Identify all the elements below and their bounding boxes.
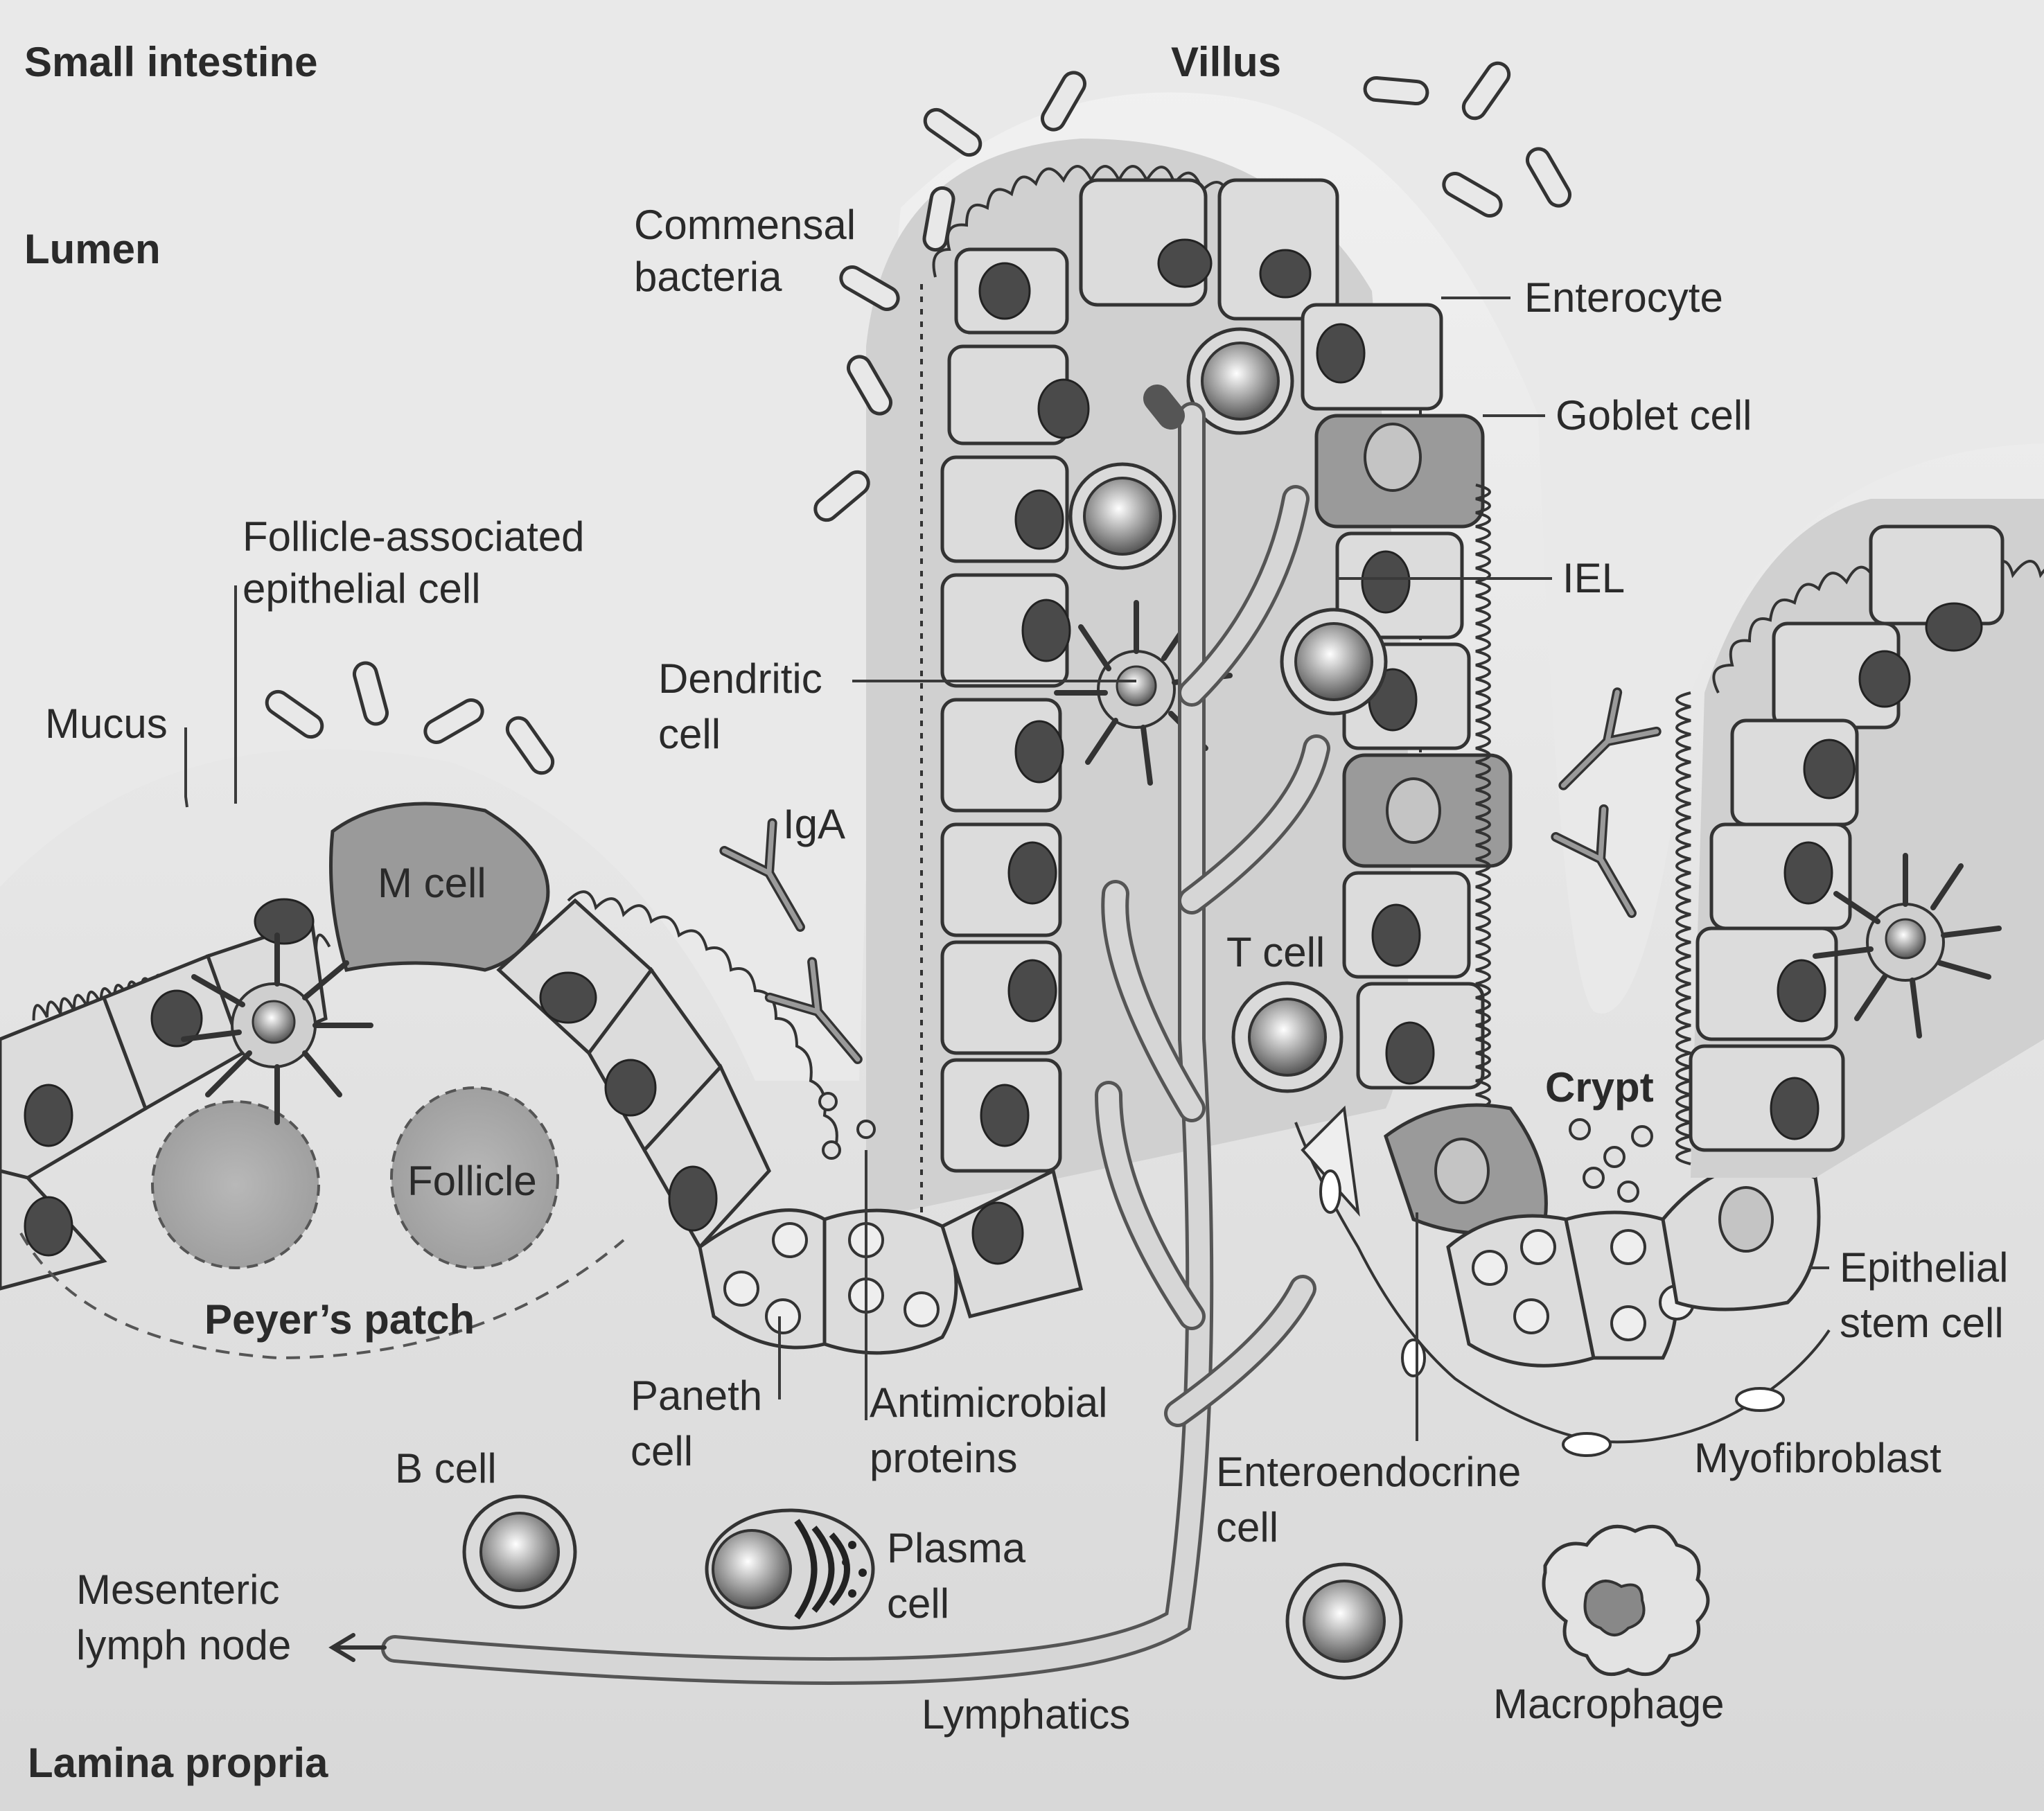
right-villus	[1689, 499, 2044, 1178]
label-fae-2: epithelial cell	[243, 565, 481, 612]
label-mesenteric-1: Mesenteric	[76, 1566, 279, 1613]
b-cell	[462, 1494, 577, 1609]
dendritic-cell-villus	[1054, 600, 1233, 786]
label-macrophage: Macrophage	[1493, 1681, 1725, 1727]
label-dendritic-1: Dendritic	[658, 655, 822, 702]
label-mucus: Mucus	[45, 700, 168, 747]
labels: Small intestine Villus Lumen Commensal b…	[24, 39, 2009, 1786]
label-m-cell: M cell	[378, 860, 486, 906]
label-fae-1: Follicle-associated	[243, 513, 585, 560]
label-follicle: Follicle	[407, 1158, 537, 1204]
peyers-patch-epithelium	[0, 802, 838, 1291]
label-b-cell: B cell	[395, 1445, 497, 1492]
label-commensal-1: Commensal	[634, 202, 856, 248]
dendritic-cell-peyers	[181, 933, 373, 1125]
label-dendritic-2: cell	[658, 711, 721, 757]
label-lumen: Lumen	[24, 226, 161, 272]
label-small-intestine: Small intestine	[24, 39, 317, 85]
label-lymphatics: Lymphatics	[922, 1691, 1130, 1738]
myofibroblasts	[1294, 1105, 1831, 1457]
follicle-right	[390, 1086, 559, 1269]
label-epithelial-2: stem cell	[1840, 1300, 2004, 1346]
plasma-cell	[705, 1508, 875, 1630]
label-crypt: Crypt	[1545, 1064, 1654, 1111]
follicle-left	[151, 1100, 320, 1269]
macrophage	[1542, 1524, 1710, 1677]
label-plasma-2: cell	[887, 1580, 949, 1627]
label-paneth-2: cell	[631, 1428, 693, 1474]
label-goblet-cell: Goblet cell	[1556, 392, 1752, 439]
label-villus: Villus	[1171, 39, 1281, 85]
label-peyers-patch: Peyer’s patch	[204, 1296, 475, 1343]
commensal-bacteria	[265, 61, 1571, 775]
label-t-cell: T cell	[1226, 929, 1325, 975]
lamina-propria-lymphocyte	[1285, 1562, 1403, 1680]
t-cell	[1231, 981, 1343, 1093]
label-plasma-1: Plasma	[887, 1525, 1026, 1571]
label-antimicrobial-2: proteins	[870, 1435, 1017, 1481]
mucus-layer	[0, 0, 2044, 1081]
lymphatics	[328, 385, 1330, 1685]
label-mesenteric-2: lymph node	[76, 1622, 291, 1668]
antimicrobial-protein-dots	[818, 1092, 876, 1160]
label-iga: IgA	[783, 801, 845, 847]
leader-lines	[184, 297, 1829, 1441]
crypt	[1384, 484, 1821, 1368]
label-iel: IEL	[1562, 555, 1625, 601]
label-enteroendocrine-1: Enteroendocrine	[1216, 1449, 1521, 1495]
label-enteroendocrine-2: cell	[1216, 1504, 1278, 1551]
label-myofibroblast: Myofibroblast	[1694, 1435, 1941, 1481]
label-antimicrobial-1: Antimicrobial	[870, 1379, 1107, 1426]
label-enterocyte: Enterocyte	[1524, 274, 1723, 321]
label-epithelial-1: Epithelial	[1840, 1244, 2009, 1291]
label-commensal-2: bacteria	[634, 254, 782, 300]
iga-antibodies	[719, 687, 1662, 1064]
paneth-cells	[698, 1168, 1083, 1355]
label-lamina-propria: Lamina propria	[28, 1740, 328, 1786]
label-paneth-1: Paneth	[631, 1372, 762, 1419]
